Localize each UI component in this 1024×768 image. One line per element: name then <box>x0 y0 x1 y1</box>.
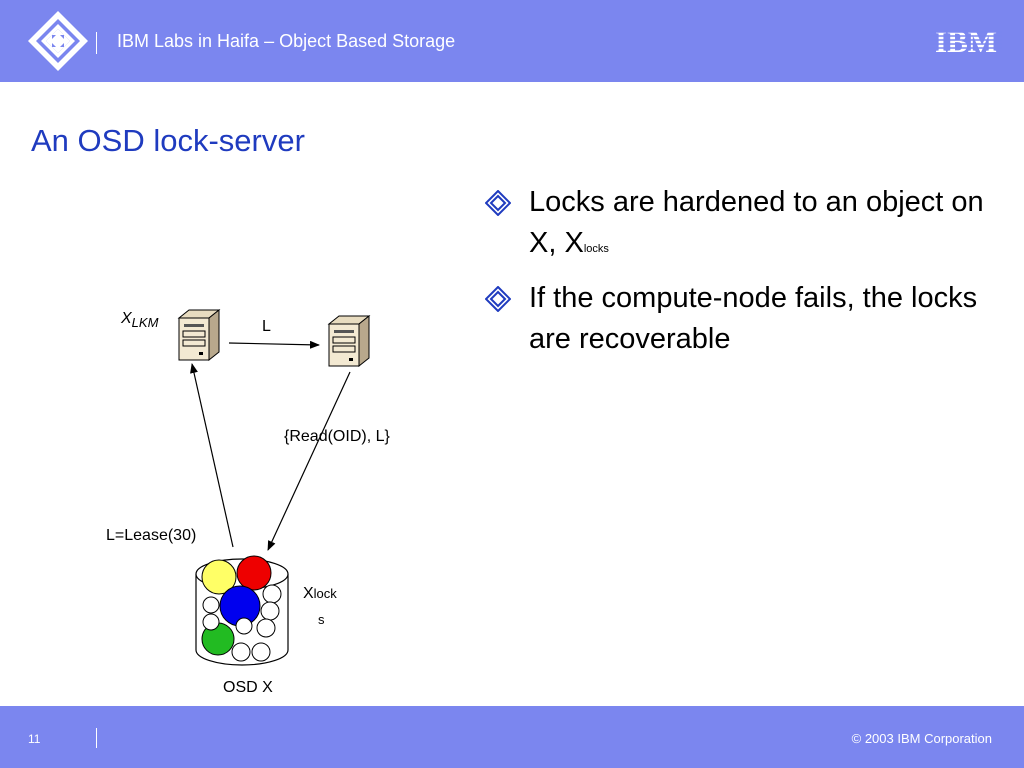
locks-label: Xlock <box>303 585 337 603</box>
header-title: IBM Labs in Haifa – Object Based Storage <box>117 31 456 51</box>
diamond-bullet-icon <box>485 190 511 216</box>
diamond-bullet-icon <box>485 286 511 312</box>
lkm-server-icon <box>177 308 221 362</box>
empty-lock-circle <box>231 642 251 662</box>
locks-label-main: X <box>303 585 314 602</box>
compute-node-server-icon <box>327 314 371 368</box>
bullet-item: If the compute-node fails, the locks are… <box>485 278 1005 360</box>
footer-divider <box>96 728 97 748</box>
locks-label-sub: lock <box>313 586 337 601</box>
bullet-text: Locks are hardened to an object on X, X <box>529 186 984 259</box>
footer-bar: 11 © 2003 IBM Corporation <box>0 706 1024 768</box>
empty-lock-circle <box>262 584 282 604</box>
lkm-label-main: X <box>121 310 132 327</box>
lease-request-arrow <box>190 363 234 548</box>
ibm-logo-icon: IBM <box>930 26 1002 56</box>
header-bar: IBM Labs in Haifa – Object Based Storage… <box>0 0 1024 82</box>
lkm-label: XLKM <box>121 310 159 330</box>
empty-lock-circle <box>251 642 271 662</box>
arrow-right-label: {Read(OID), L} <box>284 428 390 445</box>
lkm-label-sub: LKM <box>131 315 159 330</box>
haifa-labs-logo-icon <box>27 10 89 72</box>
empty-lock-circle <box>260 601 280 621</box>
osd-label: OSD X <box>223 679 273 696</box>
lease-grant-arrow <box>228 340 320 349</box>
arrow-top-label: L <box>262 318 271 335</box>
header-divider <box>96 32 97 54</box>
slide-title: An OSD lock-server <box>31 123 305 158</box>
copyright-text: © 2003 IBM Corporation <box>851 731 992 746</box>
lock-circle-yellow <box>201 559 237 595</box>
page-number: 11 <box>28 732 41 746</box>
read-request-arrow <box>267 371 351 551</box>
lock-circle-red <box>236 555 272 591</box>
bullet-text: If the compute-node fails, the locks are… <box>529 282 978 355</box>
bullet-item: Locks are hardened to an object on X, Xl… <box>485 182 1005 270</box>
empty-lock-circle <box>235 617 253 635</box>
empty-lock-circle <box>202 596 220 614</box>
bullet-subscript: locks <box>583 243 609 255</box>
lock-objects <box>201 555 282 662</box>
bullet-list: Locks are hardened to an object on X, Xl… <box>485 182 1005 368</box>
empty-lock-circle <box>202 613 220 631</box>
arrow-left-label: L=Lease(30) <box>106 527 197 544</box>
locks-label-sub-continued: s <box>318 612 325 627</box>
empty-lock-circle <box>256 618 276 638</box>
ibm-logo-text: IBM <box>935 26 997 56</box>
